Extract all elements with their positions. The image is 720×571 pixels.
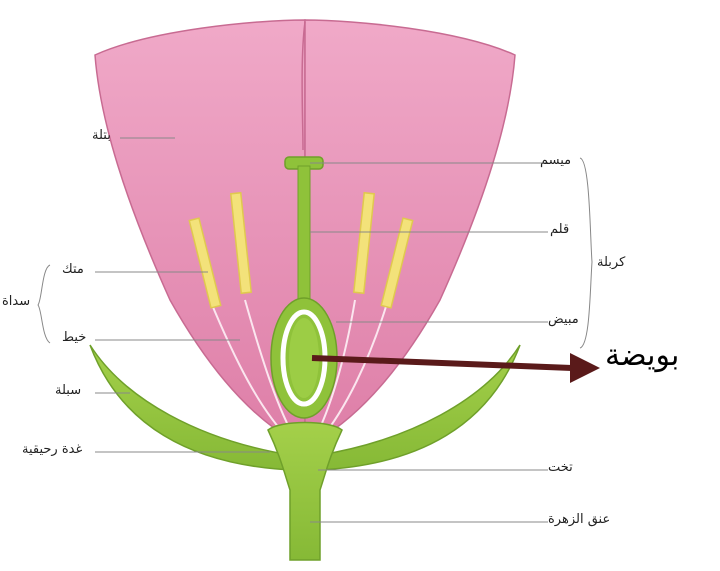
label-receptacle: تخت [548, 460, 573, 475]
label-carpel: كربلة [597, 255, 625, 270]
style [298, 166, 310, 301]
label-anther: متك [62, 262, 84, 277]
label-stamen: سداة [2, 294, 30, 309]
label-ovule: بويضة [605, 338, 679, 373]
label-petal: بتلة [92, 128, 111, 143]
label-nectary: غدة رحيقية [22, 442, 82, 457]
label-ovary: مبيض [548, 312, 579, 327]
label-filament: خيط [62, 330, 86, 345]
label-style: قلم [550, 222, 569, 237]
receptacle [268, 423, 342, 561]
label-peduncle: عنق الزهرة [548, 512, 610, 527]
label-sepal: سبلة [55, 383, 81, 398]
label-stigma: ميسم [540, 153, 571, 168]
